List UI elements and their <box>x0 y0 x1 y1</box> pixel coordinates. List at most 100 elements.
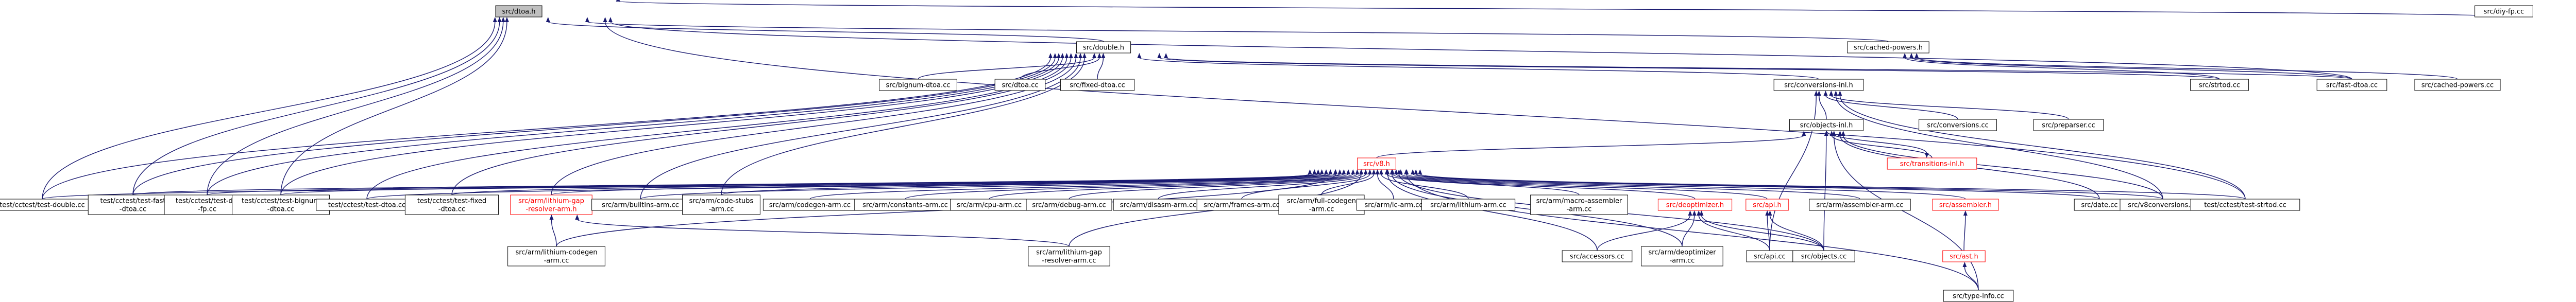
graph-node-full-codegen-arm[interactable]: src/arm/full-codegen-arm.cc <box>1278 194 1365 215</box>
graph-node-lithium-codegen-arm[interactable]: src/arm/lithium-codegen-arm.cc <box>507 246 605 267</box>
graph-node-preparser[interactable]: src/preparser.cc <box>2033 119 2104 131</box>
node-label: src/deoptimizer.h <box>1666 202 1724 209</box>
graph-node-diy-fp-cc[interactable]: src/diy-fp.cc <box>2475 5 2533 17</box>
node-label: src/ast.h <box>1950 253 1978 261</box>
dependency-edge-v8_h-to-objects_inl_h <box>1376 131 1806 158</box>
dependency-edge-lithium_codegen_arm-to-lithium_gap_resolver_h <box>549 215 557 247</box>
graph-node-test-strtod[interactable]: test/cctest/test-strtod.cc <box>2190 199 2300 211</box>
node-box <box>2190 79 2249 91</box>
dependency-edge-lithium_arm-to-v8_h <box>1379 169 1469 200</box>
graph-node-test-double[interactable]: test/cctest/test-double.cc <box>0 199 97 211</box>
node-label: src/arm/builtins-arm.cc <box>602 202 679 209</box>
node-box <box>2033 119 2104 131</box>
node-box <box>1641 246 1723 267</box>
dependency-edge-test_bignum_dtoa-to-root <box>280 17 509 196</box>
graph-node-double-h[interactable]: src/double.h <box>1076 41 1131 54</box>
graph-node-conversions-inl-h[interactable]: src/conversions-inl.h <box>1773 79 1864 91</box>
node-box <box>1060 79 1135 91</box>
node-box <box>1809 199 1911 211</box>
dependency-edge-preparser-to-conversions_inl_h <box>1829 91 2069 120</box>
dependency-edge-test_strtod-to-conversions_inl_h <box>1838 91 2246 200</box>
graph-node-lithium-gap-resolver-cc[interactable]: src/arm/lithium-gap-resolver-arm.cc <box>1028 246 1110 267</box>
graph-node-macro-assembler-arm[interactable]: src/arm/macro-assembler-arm.cc <box>1530 194 1628 215</box>
dependency-edge-lithium_gap_resolver_cc-to-lithium_gap_resolver_h <box>575 215 1070 247</box>
node-label: -dtoa.cc <box>267 206 294 214</box>
graph-node-api-cc[interactable]: src/api.cc <box>1746 250 1793 262</box>
node-label: -resolver-arm.h <box>526 206 577 214</box>
node-box <box>2414 79 2501 91</box>
node-label: src/arm/code-stubs <box>689 198 754 205</box>
node-label: src/api.cc <box>1754 253 1786 261</box>
graph-node-objects-cc[interactable]: src/objects.cc <box>1792 250 1855 262</box>
dependency-edge-diy_fp_cc-to-root <box>616 0 2504 17</box>
node-box <box>879 79 957 91</box>
graph-node-test-fast-dtoa[interactable]: test/cctest/test-fast-dtoa.cc <box>88 194 178 215</box>
edge-layer <box>42 0 2504 291</box>
graph-node-bignum-dtoa[interactable]: src/bignum-dtoa.cc <box>879 79 957 91</box>
graph-node-deoptimizer-arm[interactable]: src/arm/deoptimizer-arm.cc <box>1641 246 1723 267</box>
graph-node-deoptimizer-h[interactable]: src/deoptimizer.h <box>1657 199 1733 211</box>
node-box <box>1792 250 1855 262</box>
dependency-edge-test_double-to-double_h <box>42 53 1053 200</box>
graph-node-cpu-arm[interactable]: src/arm/cpu-arm.cc <box>950 199 1028 211</box>
node-label: test/cctest/test-double.cc <box>0 202 85 209</box>
dependency-edge-test_strtod-to-root <box>603 17 2246 200</box>
graph-node-cached-powers-h[interactable]: src/cached-powers.h <box>1847 41 1929 54</box>
node-label: src/arm/lithium-arm.cc <box>1430 202 1506 209</box>
dependency-edge-bignum_dtoa-to-double_h <box>918 53 1096 80</box>
dependency-edge-fast_dtoa-to-double_h <box>1164 53 2352 80</box>
node-box <box>1028 246 1110 267</box>
graph-node-builtins-arm[interactable]: src/arm/builtins-arm.cc <box>591 199 689 211</box>
dependency-edge-accessors-to-v8_h <box>1385 169 1598 251</box>
graph-node-root: src/dtoa.h <box>495 5 543 17</box>
graph-node-test-fixed-dtoa[interactable]: test/cctest/test-fixed-dtoa.cc <box>404 194 499 215</box>
dependency-edge-api_cc-to-deoptimizer_h <box>1697 210 1770 251</box>
node-label: src/accessors.cc <box>1570 253 1624 261</box>
graph-node-debug-arm[interactable]: src/arm/debug-arm.cc <box>1026 199 1112 211</box>
graph-node-type-info[interactable]: src/type-info.cc <box>1943 290 2014 302</box>
graph-node-ic-arm[interactable]: src/arm/ic-arm.cc <box>1356 199 1431 211</box>
graph-node-fast-dtoa[interactable]: src/fast-dtoa.cc <box>2316 79 2387 91</box>
graph-node-test-dtoa[interactable]: test/cctest/test-dtoa.cc <box>316 199 418 211</box>
dependency-edge-fast_dtoa-to-cached_powers_h <box>1909 53 2352 80</box>
graph-node-accessors[interactable]: src/accessors.cc <box>1562 250 1633 262</box>
graph-node-assembler-h[interactable]: src/assembler.h <box>1932 199 1999 211</box>
graph-node-disasm-arm[interactable]: src/arm/disasm-arm.cc <box>1113 199 1204 211</box>
graph-node-lithium-gap-resolver-h[interactable]: src/arm/lithium-gap-resolver-arm.h <box>510 194 592 215</box>
graph-node-dtoa-cc[interactable]: src/dtoa.cc <box>994 79 1046 91</box>
dependency-edge-cpu_arm-to-v8_h <box>989 169 1360 200</box>
node-label: src/assembler.h <box>1939 202 1992 209</box>
node-box <box>1942 250 1986 262</box>
graph-node-test-bignum-dtoa[interactable]: test/cctest/test-bignum-dtoa.cc <box>232 194 330 215</box>
node-label: src/double.h <box>1083 44 1124 52</box>
graph-node-ast-h[interactable]: src/ast.h <box>1942 250 1986 262</box>
graph-node-date-cc[interactable]: src/date.cc <box>2074 199 2125 211</box>
graph-node-constants-arm[interactable]: src/arm/constants-arm.cc <box>854 199 956 211</box>
graph-node-strtod[interactable]: src/strtod.cc <box>2190 79 2249 91</box>
dependency-edge-conversions_cc-to-conversions_inl_h <box>1823 91 1958 120</box>
graph-node-fixed-dtoa[interactable]: src/fixed-dtoa.cc <box>1060 79 1135 91</box>
node-label: src/transitions-inl.h <box>1900 161 1964 168</box>
dependency-edge-test_dtoa-to-double_h <box>366 53 1069 200</box>
node-box <box>1421 199 1516 211</box>
node-label: src/arm/constants-arm.cc <box>862 202 948 209</box>
node-label: src/date.cc <box>2081 202 2117 209</box>
graph-node-objects-inl-h[interactable]: src/objects-inl.h <box>1789 119 1864 131</box>
graph-node-frames-arm[interactable]: src/arm/frames-arm.cc <box>1196 199 1287 211</box>
graph-node-api-h[interactable]: src/api.h <box>1745 199 1789 211</box>
graph-node-lithium-arm[interactable]: src/arm/lithium-arm.cc <box>1421 199 1516 211</box>
graph-node-code-stubs-arm[interactable]: src/arm/code-stubs-arm.cc <box>682 194 760 215</box>
graph-node-v8conversions[interactable]: src/v8conversions.cc <box>2120 199 2206 211</box>
graph-node-codegen-arm[interactable]: src/arm/codegen-arm.cc <box>762 199 857 211</box>
node-label: src/bignum-dtoa.cc <box>886 82 950 90</box>
graph-node-assembler-arm[interactable]: src/arm/assembler-arm.cc <box>1809 199 1911 211</box>
dependency-edge-ast_h-to-assembler_h <box>1963 210 1968 251</box>
node-label: -arm.cc <box>1309 206 1334 214</box>
node-layer: src/dtoa.hsrc/cached-powers.hsrc/utils.h… <box>0 5 2533 302</box>
node-label: test/cctest/test-dtoa.cc <box>328 202 405 209</box>
graph-node-conversions-cc[interactable]: src/conversions.cc <box>1919 119 1997 131</box>
node-box <box>232 194 330 215</box>
graph-node-transitions-inl-h[interactable]: src/transitions-inl.h <box>1887 157 1977 170</box>
graph-node-v8-h[interactable]: src/v8.h <box>1357 157 1396 170</box>
graph-node-cached-powers-cc[interactable]: src/cached-powers.cc <box>2414 79 2501 91</box>
